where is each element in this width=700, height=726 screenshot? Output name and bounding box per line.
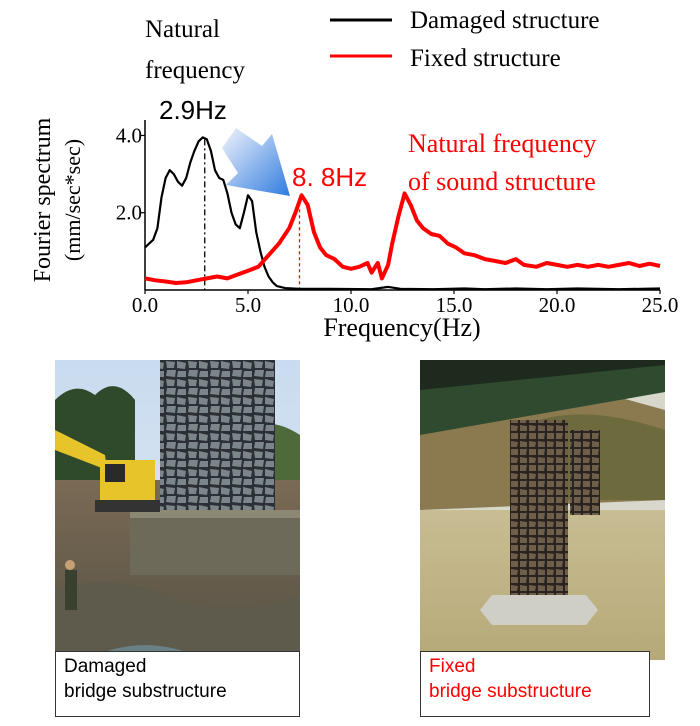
- x-tick-label-4: 20.0: [539, 293, 576, 317]
- x-tick-label-3: 15.0: [436, 293, 473, 317]
- fixed-caption-line2: bridge substructure: [429, 681, 592, 702]
- fixed-bridge-photo: [420, 360, 665, 660]
- frequency-markers: [204, 139, 301, 290]
- legend-label-fixed: Fixed structure: [410, 45, 561, 72]
- x-axis-label: Frequency(Hz): [323, 313, 480, 342]
- annotation-damaged-frequency: 2.9Hz: [159, 95, 227, 125]
- y-tick-label-0: 2.0: [116, 201, 142, 225]
- annotation-fixed-frequency: 8. 8Hz: [292, 162, 367, 192]
- series-line-fixed: [144, 191, 661, 285]
- y-tick-label-1: 4.0: [116, 123, 142, 147]
- damaged-caption-line2: bridge substructure: [64, 681, 227, 702]
- x-tick-label-5: 25.0: [642, 293, 679, 317]
- annotation-sound-line1: Natural frequency: [408, 129, 596, 158]
- annotation-natural-line1: Natural: [145, 16, 220, 43]
- x-tick-label-0: 0.0: [132, 293, 158, 317]
- fixed-bridge-image: [420, 360, 665, 660]
- frequency-shift-arrow: [222, 128, 290, 196]
- y-axis-label: Fourier spectrum: [30, 117, 56, 282]
- fourier-spectrum-chart: Damaged structure Fixed structure Fourie…: [30, 7, 679, 342]
- damaged-caption-line1: Damaged: [64, 656, 147, 677]
- x-tick-label-2: 10.0: [333, 293, 370, 317]
- annotation-sound-line2: of sound structure: [408, 167, 596, 196]
- annotation-natural-line2: frequency: [145, 57, 245, 84]
- chart-series: [144, 136, 661, 291]
- fixed-caption-line1: Fixed: [429, 656, 476, 677]
- series-line-damaged: [144, 136, 661, 291]
- damaged-caption: Damaged bridge substructure: [55, 651, 300, 717]
- axis-ticks: 0.0 5.0 10.0 15.0 20.0 25.0 2.0 4.0: [116, 123, 679, 317]
- y-axis-unit: (mm/sec*sec): [60, 139, 85, 261]
- legend-label-damaged: Damaged structure: [410, 7, 600, 34]
- fixed-caption: Fixed bridge substructure: [420, 651, 650, 717]
- x-tick-label-1: 5.0: [235, 293, 261, 317]
